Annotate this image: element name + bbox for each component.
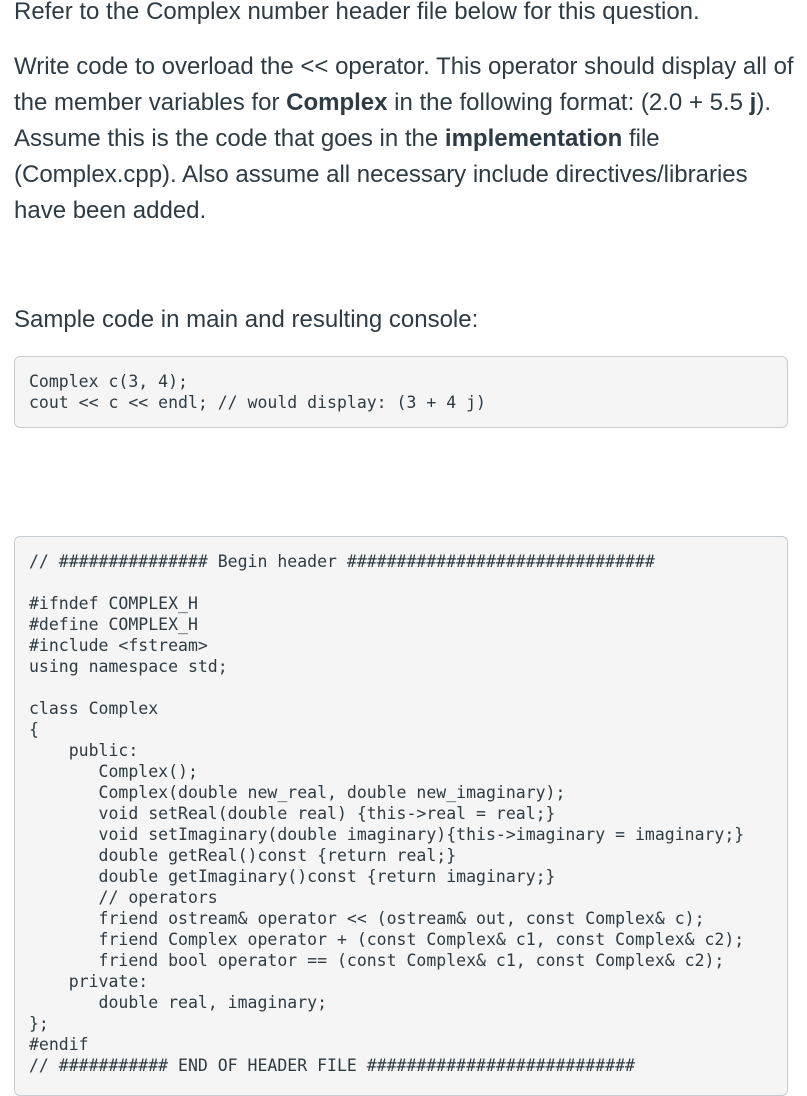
question-text: Write code to overload the << operator. … [14, 49, 799, 229]
bold-j: j [749, 89, 757, 116]
header-code-block: // ############### Begin header ########… [14, 536, 788, 1096]
sample-code: Complex c(3, 4); cout << c << endl; // w… [29, 372, 486, 412]
question-text-part-4: file (Complex.cpp). Also assume all nece… [14, 125, 748, 224]
header-code: // ############### Begin header ########… [29, 552, 745, 1075]
sample-code-block: Complex c(3, 4); cout << c << endl; // w… [14, 356, 788, 428]
intro-text: Refer to the Complex number header file … [14, 0, 700, 25]
question-text-part-3: ). Assume this is the code that goes in … [14, 89, 772, 152]
sample-label: Sample code in main and resulting consol… [14, 306, 479, 333]
question-text-part-1: Write code to overload the << operator. … [14, 53, 794, 116]
bold-complex: Complex [286, 89, 388, 116]
question-text-part-2: in the following format: (2.0 + 5.5 [387, 89, 750, 116]
bold-implementation: implementation [444, 125, 623, 152]
